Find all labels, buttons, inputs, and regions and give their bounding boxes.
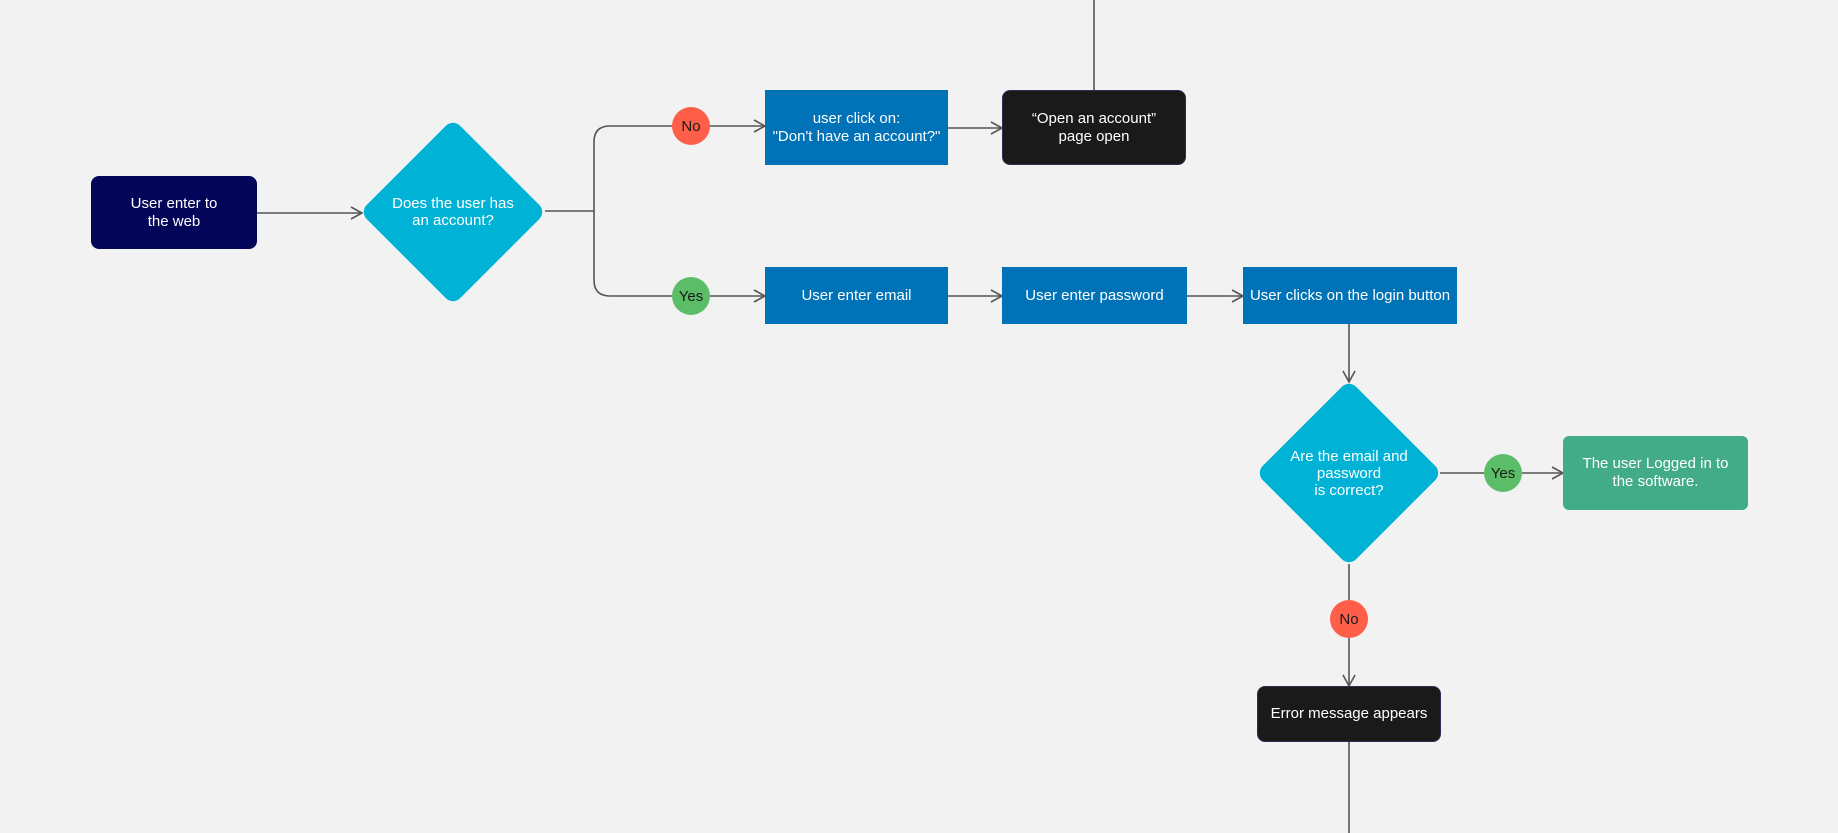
error-message-label: Error message appears: [1270, 705, 1428, 722]
edge-branch-yes: [593, 211, 672, 297]
decision-credentials-correct: Are the email and password is correct?: [1255, 379, 1443, 567]
badge-yes-has-account: Yes: [672, 277, 710, 315]
badge-yes-credentials-label: Yes: [1490, 464, 1516, 482]
enter-email-node: User enter email: [765, 267, 948, 324]
start-node: User enter to the web: [91, 176, 257, 249]
logged-in-node: The user Logged in to the software.: [1563, 436, 1748, 510]
open-account-page-node: “Open an account” page open: [1002, 90, 1186, 165]
decision-credentials-label: Are the email and password is correct?: [1290, 447, 1408, 499]
enter-password-label: User enter password: [1025, 286, 1164, 304]
click-login-node: User clicks on the login button: [1243, 267, 1457, 324]
open-account-page-label: “Open an account” page open: [1031, 109, 1157, 145]
enter-password-node: User enter password: [1002, 267, 1187, 324]
badge-yes-credentials: Yes: [1484, 454, 1522, 492]
badge-yes-label: Yes: [678, 287, 704, 305]
badge-no-credentials: No: [1330, 600, 1368, 638]
decision-has-account-label: Does the user has an account?: [392, 195, 514, 229]
badge-no-has-account: No: [672, 107, 710, 145]
error-message-node: Error message appears: [1257, 686, 1441, 742]
badge-no-label: No: [681, 117, 701, 135]
click-login-label: User clicks on the login button: [1249, 286, 1451, 304]
decision-has-account: Does the user has an account?: [359, 118, 547, 306]
logged-in-label: The user Logged in to the software.: [1582, 455, 1729, 490]
enter-email-label: User enter email: [801, 286, 912, 304]
start-node-label: User enter to the web: [130, 194, 218, 230]
badge-no-credentials-label: No: [1339, 610, 1359, 628]
click-no-account-label: user click on: "Don't have an account?": [772, 109, 941, 145]
click-no-account-node: user click on: "Don't have an account?": [765, 90, 948, 165]
edge-branch-no: [593, 125, 672, 211]
